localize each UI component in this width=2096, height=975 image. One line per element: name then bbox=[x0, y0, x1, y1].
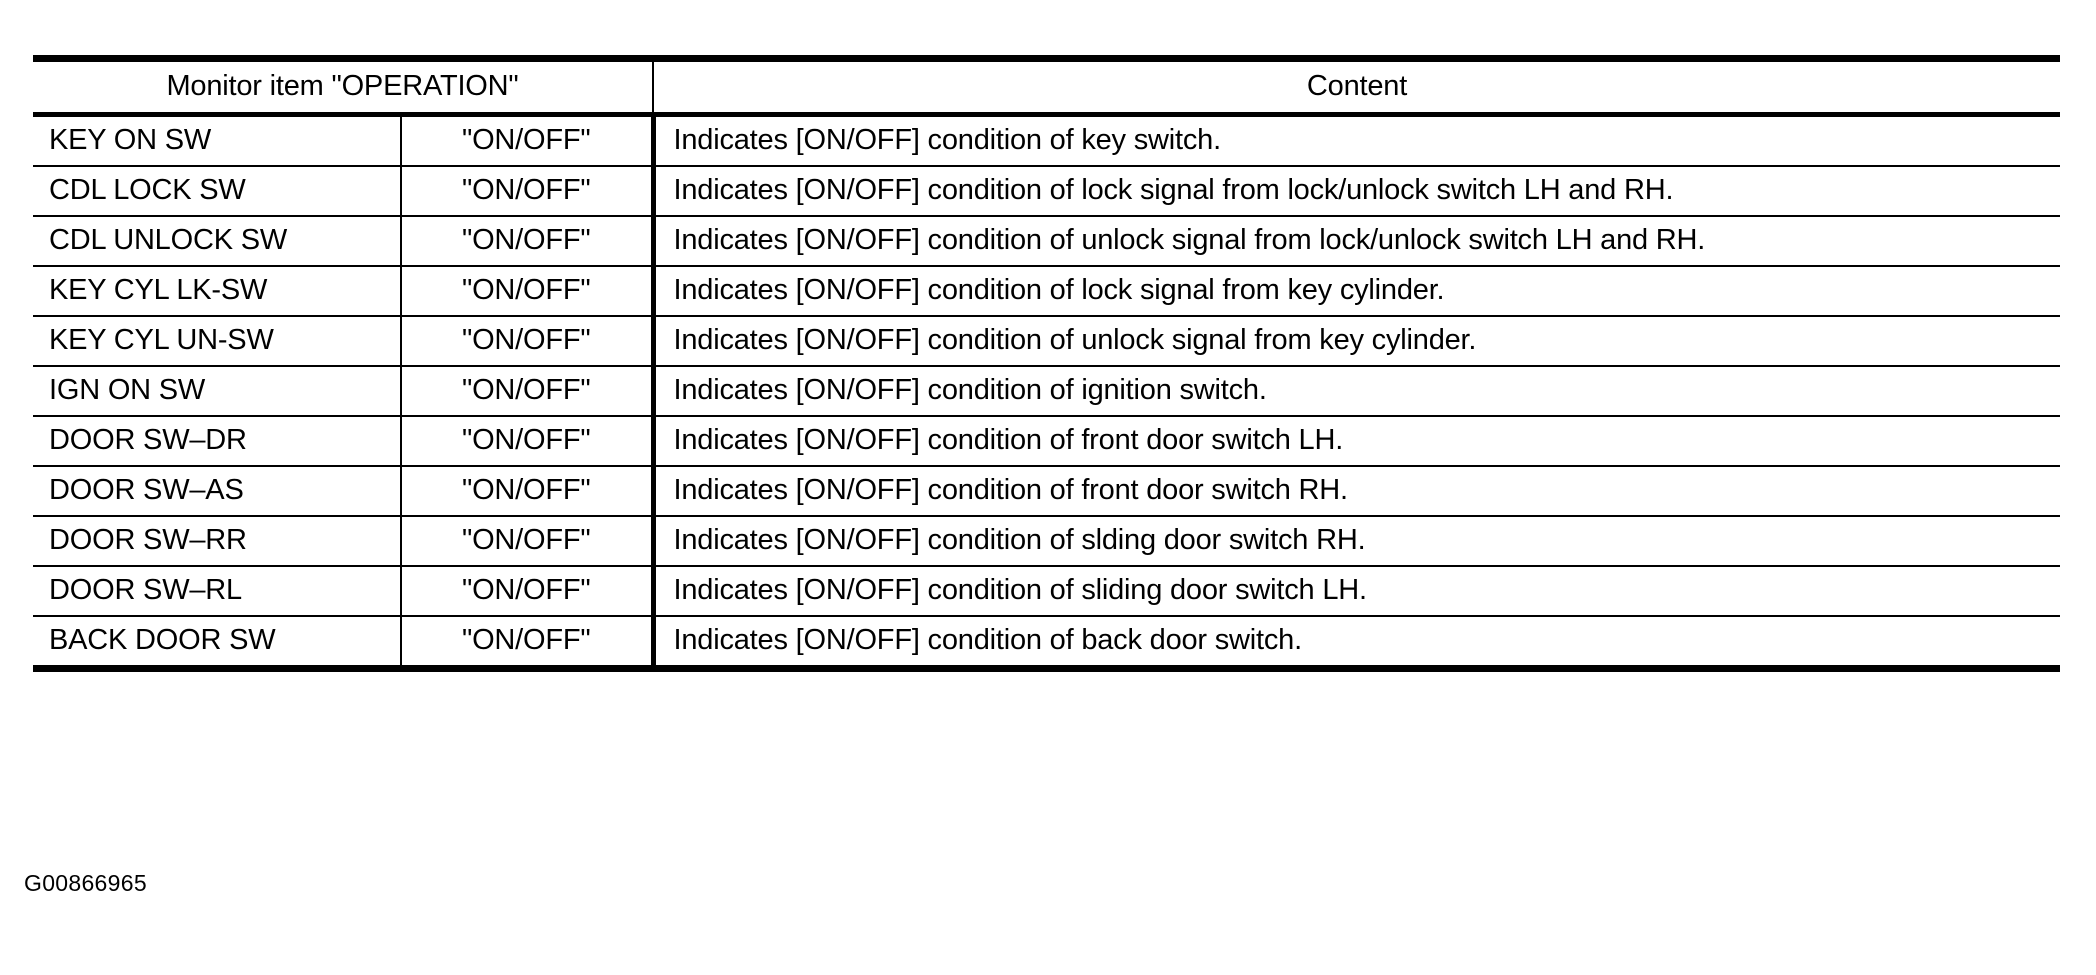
monitor-item-table-container: Monitor item "OPERATION" Content KEY ON … bbox=[33, 55, 2060, 672]
cell-content: Indicates [ON/OFF] condition of unlock s… bbox=[650, 216, 2060, 267]
cell-value: "ON/OFF" bbox=[400, 466, 653, 517]
cell-monitor-item: KEY CYL UN-SW bbox=[33, 316, 401, 367]
cell-value: "ON/OFF" bbox=[400, 566, 653, 617]
cell-monitor-item: KEY ON SW bbox=[33, 114, 401, 167]
cell-value: "ON/OFF" bbox=[400, 416, 653, 467]
table-row: DOOR SW–RR "ON/OFF" Indicates [ON/OFF] c… bbox=[33, 516, 2060, 567]
table-row: KEY CYL LK-SW "ON/OFF" Indicates [ON/OFF… bbox=[33, 266, 2060, 317]
table-row: DOOR SW–RL "ON/OFF" Indicates [ON/OFF] c… bbox=[33, 566, 2060, 617]
table-row: KEY CYL UN-SW "ON/OFF" Indicates [ON/OFF… bbox=[33, 316, 2060, 367]
cell-content: Indicates [ON/OFF] condition of lock sig… bbox=[650, 266, 2060, 317]
top-rule-cell-item bbox=[33, 55, 401, 65]
cell-content: Indicates [ON/OFF] condition of front do… bbox=[650, 466, 2060, 517]
cell-content: Indicates [ON/OFF] condition of unlock s… bbox=[650, 316, 2060, 367]
cell-content: Indicates [ON/OFF] condition of slding d… bbox=[650, 516, 2060, 567]
table-row: CDL UNLOCK SW "ON/OFF" Indicates [ON/OFF… bbox=[33, 216, 2060, 267]
cell-value: "ON/OFF" bbox=[400, 616, 653, 672]
cell-monitor-item: IGN ON SW bbox=[33, 366, 401, 417]
table-row: KEY ON SW "ON/OFF" Indicates [ON/OFF] co… bbox=[33, 114, 2060, 167]
cell-content: Indicates [ON/OFF] condition of key swit… bbox=[650, 114, 2060, 167]
table-header: Monitor item "OPERATION" Content bbox=[33, 55, 2060, 117]
cell-monitor-item: CDL LOCK SW bbox=[33, 166, 401, 217]
cell-content: Indicates [ON/OFF] condition of ignition… bbox=[650, 366, 2060, 417]
table-row: DOOR SW–AS "ON/OFF" Indicates [ON/OFF] c… bbox=[33, 466, 2060, 517]
monitor-item-table: Monitor item "OPERATION" Content KEY ON … bbox=[33, 55, 2060, 672]
cell-monitor-item: BACK DOOR SW bbox=[33, 616, 401, 672]
cell-monitor-item: DOOR SW–AS bbox=[33, 466, 401, 517]
cell-value: "ON/OFF" bbox=[400, 114, 653, 167]
column-header-content: Content bbox=[652, 62, 2060, 117]
cell-value: "ON/OFF" bbox=[400, 266, 653, 317]
cell-content: Indicates [ON/OFF] condition of lock sig… bbox=[650, 166, 2060, 217]
cell-value: "ON/OFF" bbox=[400, 366, 653, 417]
table-row: CDL LOCK SW "ON/OFF" Indicates [ON/OFF] … bbox=[33, 166, 2060, 217]
cell-value: "ON/OFF" bbox=[400, 216, 653, 267]
cell-monitor-item: CDL UNLOCK SW bbox=[33, 216, 401, 267]
table-row: IGN ON SW "ON/OFF" Indicates [ON/OFF] co… bbox=[33, 366, 2060, 417]
cell-monitor-item: DOOR SW–DR bbox=[33, 416, 401, 467]
cell-monitor-item: KEY CYL LK-SW bbox=[33, 266, 401, 317]
table-header-row: Monitor item "OPERATION" Content bbox=[33, 62, 2060, 117]
top-rule-cell-value bbox=[401, 55, 653, 65]
cell-value: "ON/OFF" bbox=[400, 516, 653, 567]
cell-value: "ON/OFF" bbox=[400, 166, 653, 217]
cell-content: Indicates [ON/OFF] condition of sliding … bbox=[650, 566, 2060, 617]
cell-content: Indicates [ON/OFF] condition of front do… bbox=[650, 416, 2060, 467]
cell-value: "ON/OFF" bbox=[400, 316, 653, 367]
cell-content: Indicates [ON/OFF] condition of back doo… bbox=[650, 616, 2060, 672]
table-body: KEY ON SW "ON/OFF" Indicates [ON/OFF] co… bbox=[33, 114, 2060, 672]
cell-monitor-item: DOOR SW–RR bbox=[33, 516, 401, 567]
column-header-monitor-item: Monitor item "OPERATION" bbox=[33, 62, 653, 117]
table-row: DOOR SW–DR "ON/OFF" Indicates [ON/OFF] c… bbox=[33, 416, 2060, 467]
table-row: BACK DOOR SW "ON/OFF" Indicates [ON/OFF]… bbox=[33, 616, 2060, 672]
table-top-rule bbox=[33, 55, 2060, 65]
figure-reference-code: G00866965 bbox=[24, 870, 147, 896]
cell-monitor-item: DOOR SW–RL bbox=[33, 566, 401, 617]
top-rule-cell-content bbox=[653, 55, 2060, 65]
